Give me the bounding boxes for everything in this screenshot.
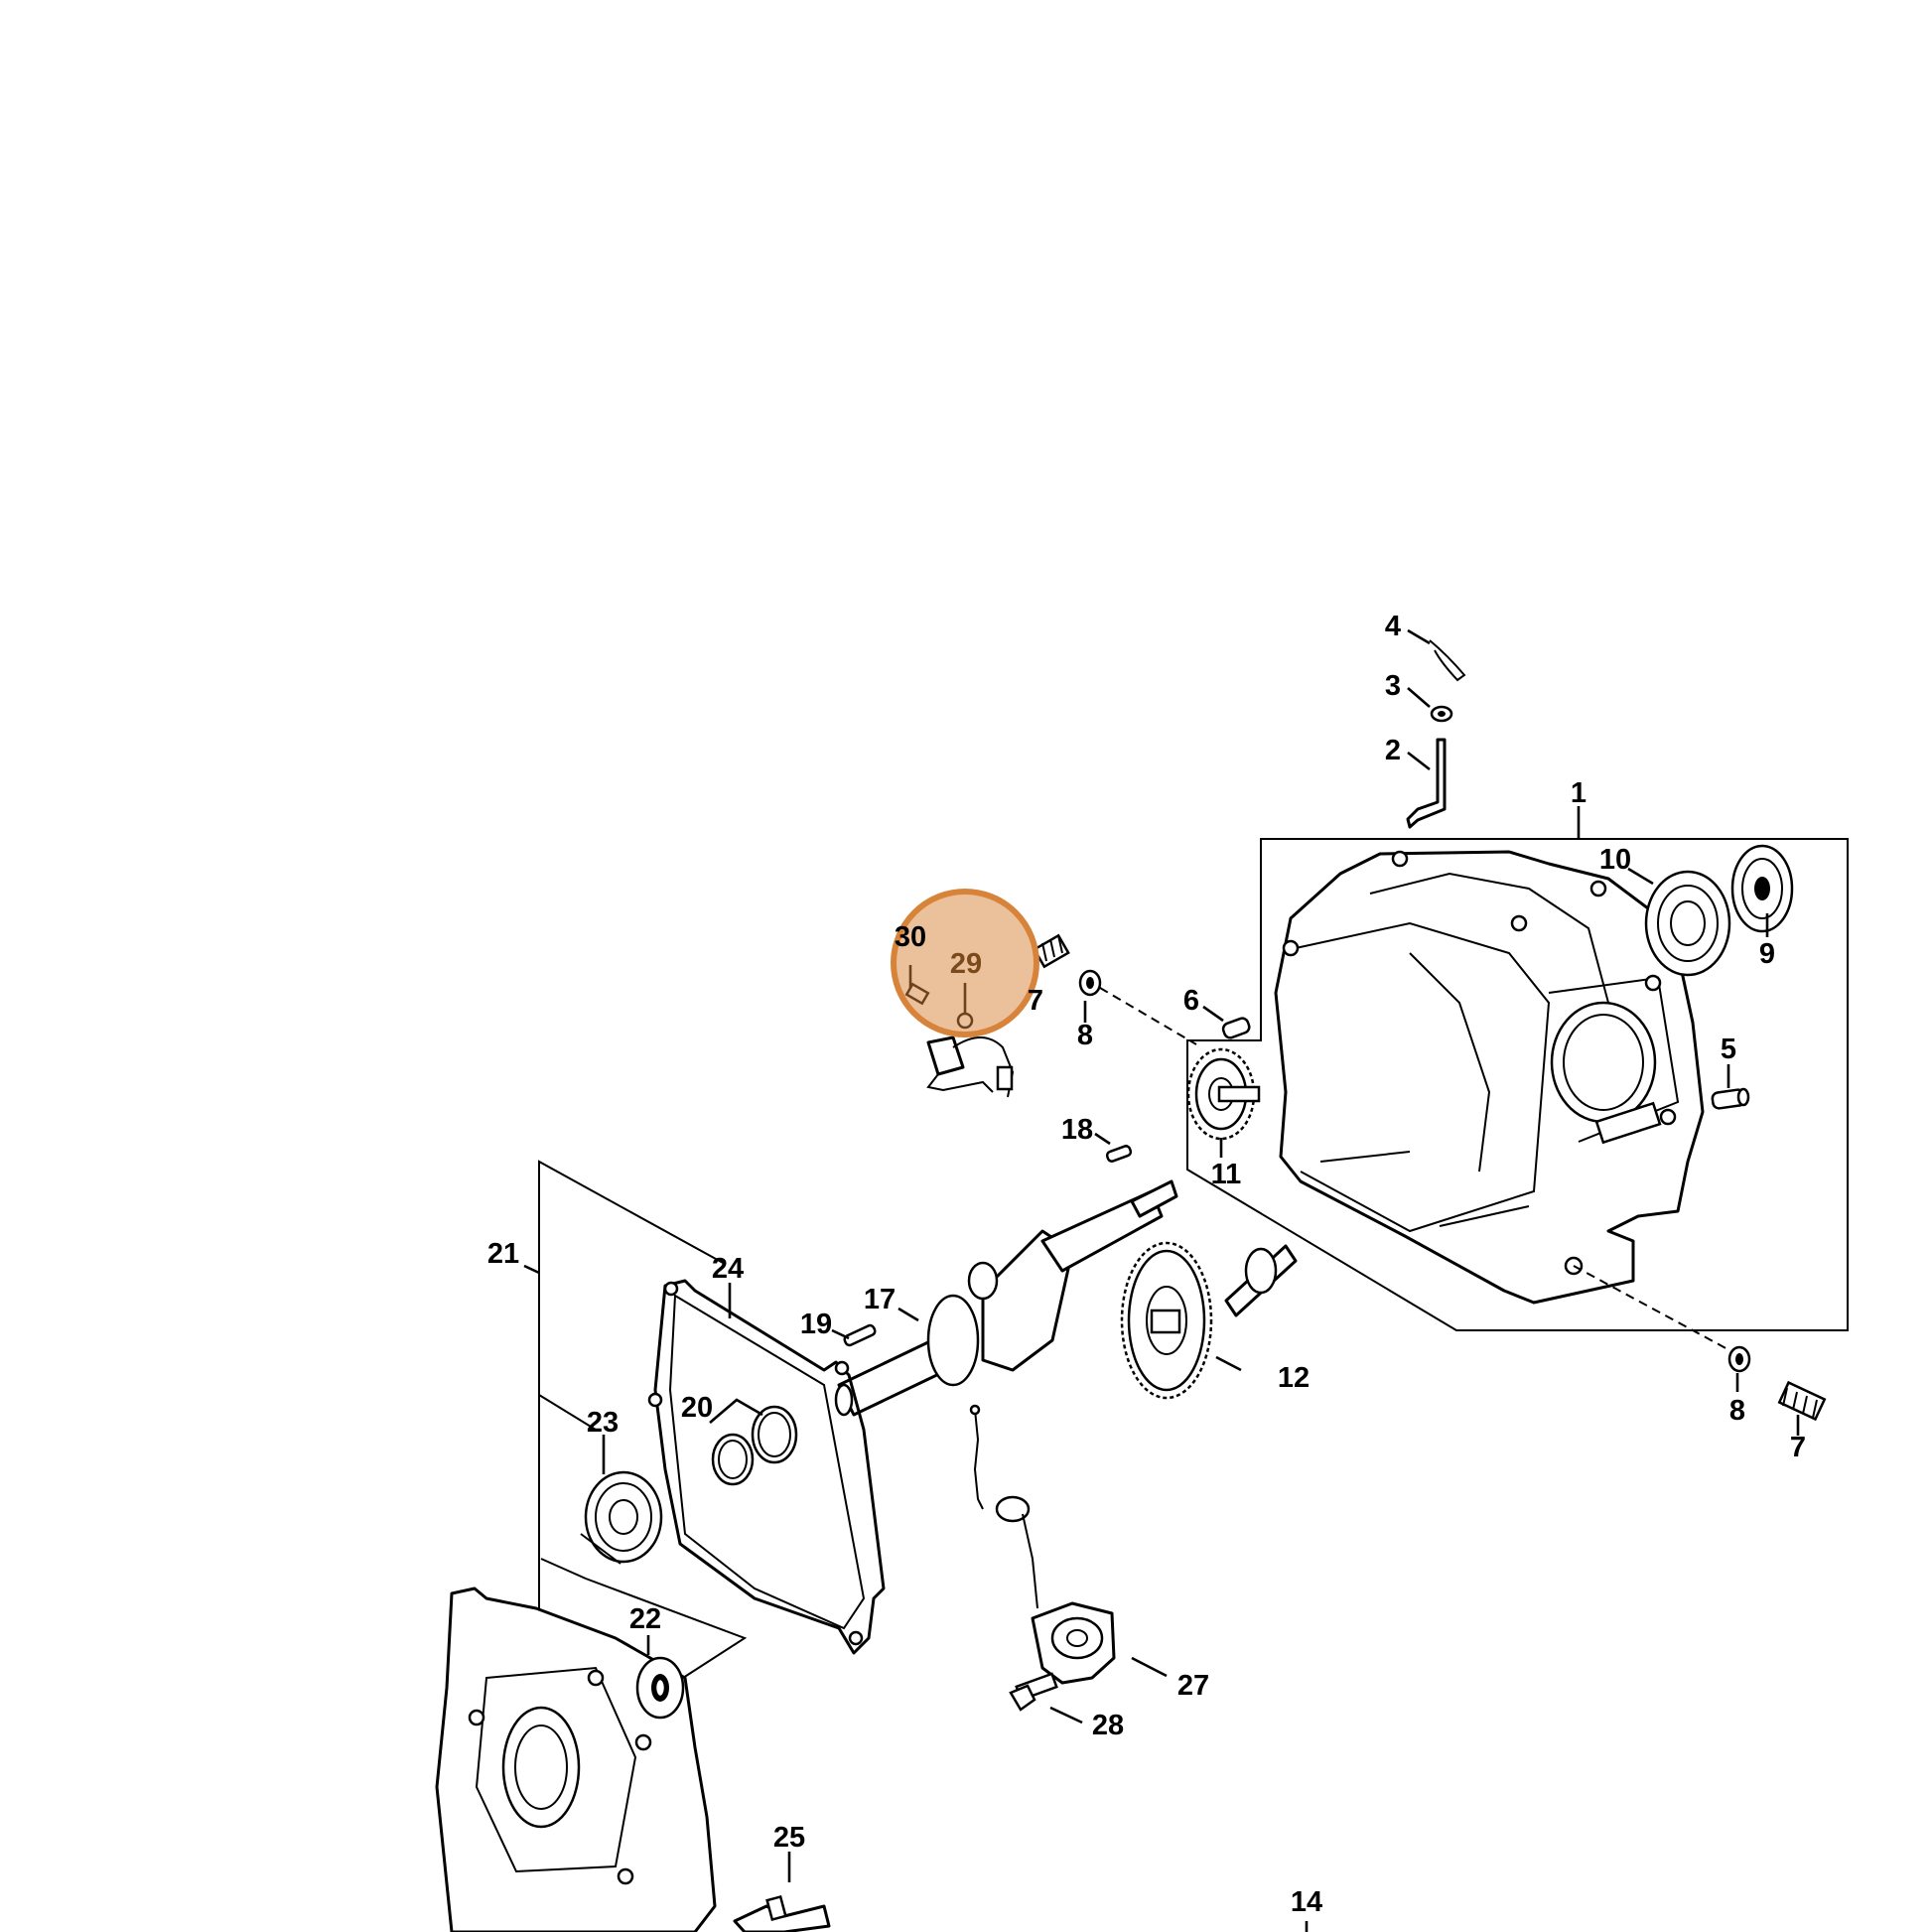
o-rings-20[interactable] xyxy=(711,1405,798,1486)
crankcase-bracket-outline xyxy=(1186,838,1849,1331)
washer-8-lower[interactable] xyxy=(1727,1345,1751,1373)
callout-29[interactable]: 29 xyxy=(950,948,982,980)
dowel-pin-6[interactable] xyxy=(1221,1017,1251,1039)
oil-sensor-27[interactable] xyxy=(969,1404,1116,1685)
callout-5[interactable]: 5 xyxy=(1721,1034,1736,1065)
gasket-24[interactable] xyxy=(647,1279,886,1655)
callout-27[interactable]: 27 xyxy=(1177,1670,1209,1702)
callout-28[interactable]: 28 xyxy=(1092,1710,1124,1741)
callout-22[interactable]: 22 xyxy=(629,1603,661,1635)
camshaft-12[interactable] xyxy=(1120,1241,1298,1400)
oil-seal-9[interactable] xyxy=(1730,844,1794,933)
washer-3[interactable] xyxy=(1430,705,1453,723)
governor-arm[interactable] xyxy=(1406,738,1447,829)
callout-7-upper[interactable]: 7 xyxy=(1028,985,1043,1017)
crankcase-body xyxy=(1274,850,1705,1305)
bolt-28[interactable] xyxy=(1009,1672,1058,1712)
callout-21[interactable]: 21 xyxy=(487,1238,519,1270)
bearing-10[interactable] xyxy=(1644,870,1731,977)
callout-24[interactable]: 24 xyxy=(712,1253,744,1285)
key-18[interactable] xyxy=(1105,1145,1133,1163)
crankshaft-17[interactable] xyxy=(834,1179,1178,1417)
callout-20[interactable]: 20 xyxy=(681,1392,713,1424)
camshaft-gear-11[interactable] xyxy=(1186,1047,1261,1141)
bearing-23[interactable] xyxy=(584,1470,663,1564)
highlight-marker[interactable] xyxy=(891,889,1039,1037)
ignition-coil-29[interactable] xyxy=(926,1035,1015,1098)
callout-11[interactable]: 11 xyxy=(1211,1159,1242,1190)
callout-7-lower[interactable]: 7 xyxy=(1790,1432,1806,1463)
oil-seal-22[interactable] xyxy=(635,1656,685,1720)
callout-12[interactable]: 12 xyxy=(1278,1362,1310,1394)
key-19[interactable] xyxy=(843,1323,877,1347)
oil-filler-cap-25[interactable] xyxy=(733,1894,831,1932)
crankcase-cover[interactable] xyxy=(435,1587,717,1932)
hair-pin-clip-4[interactable] xyxy=(1429,639,1466,682)
callout-9[interactable]: 9 xyxy=(1759,938,1775,970)
crankcase-cover-bracket-21[interactable] xyxy=(523,1160,726,1608)
callout-8-lower[interactable]: 8 xyxy=(1729,1395,1745,1427)
callout-8-upper[interactable]: 8 xyxy=(1077,1020,1093,1051)
callout-2[interactable]: 2 xyxy=(1385,735,1401,766)
callout-6[interactable]: 6 xyxy=(1183,985,1199,1017)
washer-8-upper[interactable] xyxy=(1078,969,1102,997)
callout-18[interactable]: 18 xyxy=(1061,1114,1093,1146)
callout-1[interactable]: 1 xyxy=(1571,777,1587,809)
callout-17[interactable]: 17 xyxy=(864,1284,896,1315)
cylinder-bore xyxy=(1550,1001,1657,1124)
callout-14[interactable]: 14 xyxy=(1291,1886,1322,1918)
callout-23[interactable]: 23 xyxy=(587,1407,619,1439)
callout-30[interactable]: 30 xyxy=(895,921,926,953)
drain-bolt-7-upper[interactable] xyxy=(1033,933,1070,969)
callout-10[interactable]: 10 xyxy=(1599,844,1631,876)
dowel-pin-5[interactable] xyxy=(1711,1087,1750,1110)
callout-4[interactable]: 4 xyxy=(1385,611,1401,642)
callout-19[interactable]: 19 xyxy=(800,1309,832,1340)
callout-25[interactable]: 25 xyxy=(773,1822,805,1854)
callout-3[interactable]: 3 xyxy=(1385,670,1401,702)
crankcase-assembly[interactable] xyxy=(1186,806,1849,1331)
drain-bolt-7-lower[interactable] xyxy=(1777,1380,1827,1422)
